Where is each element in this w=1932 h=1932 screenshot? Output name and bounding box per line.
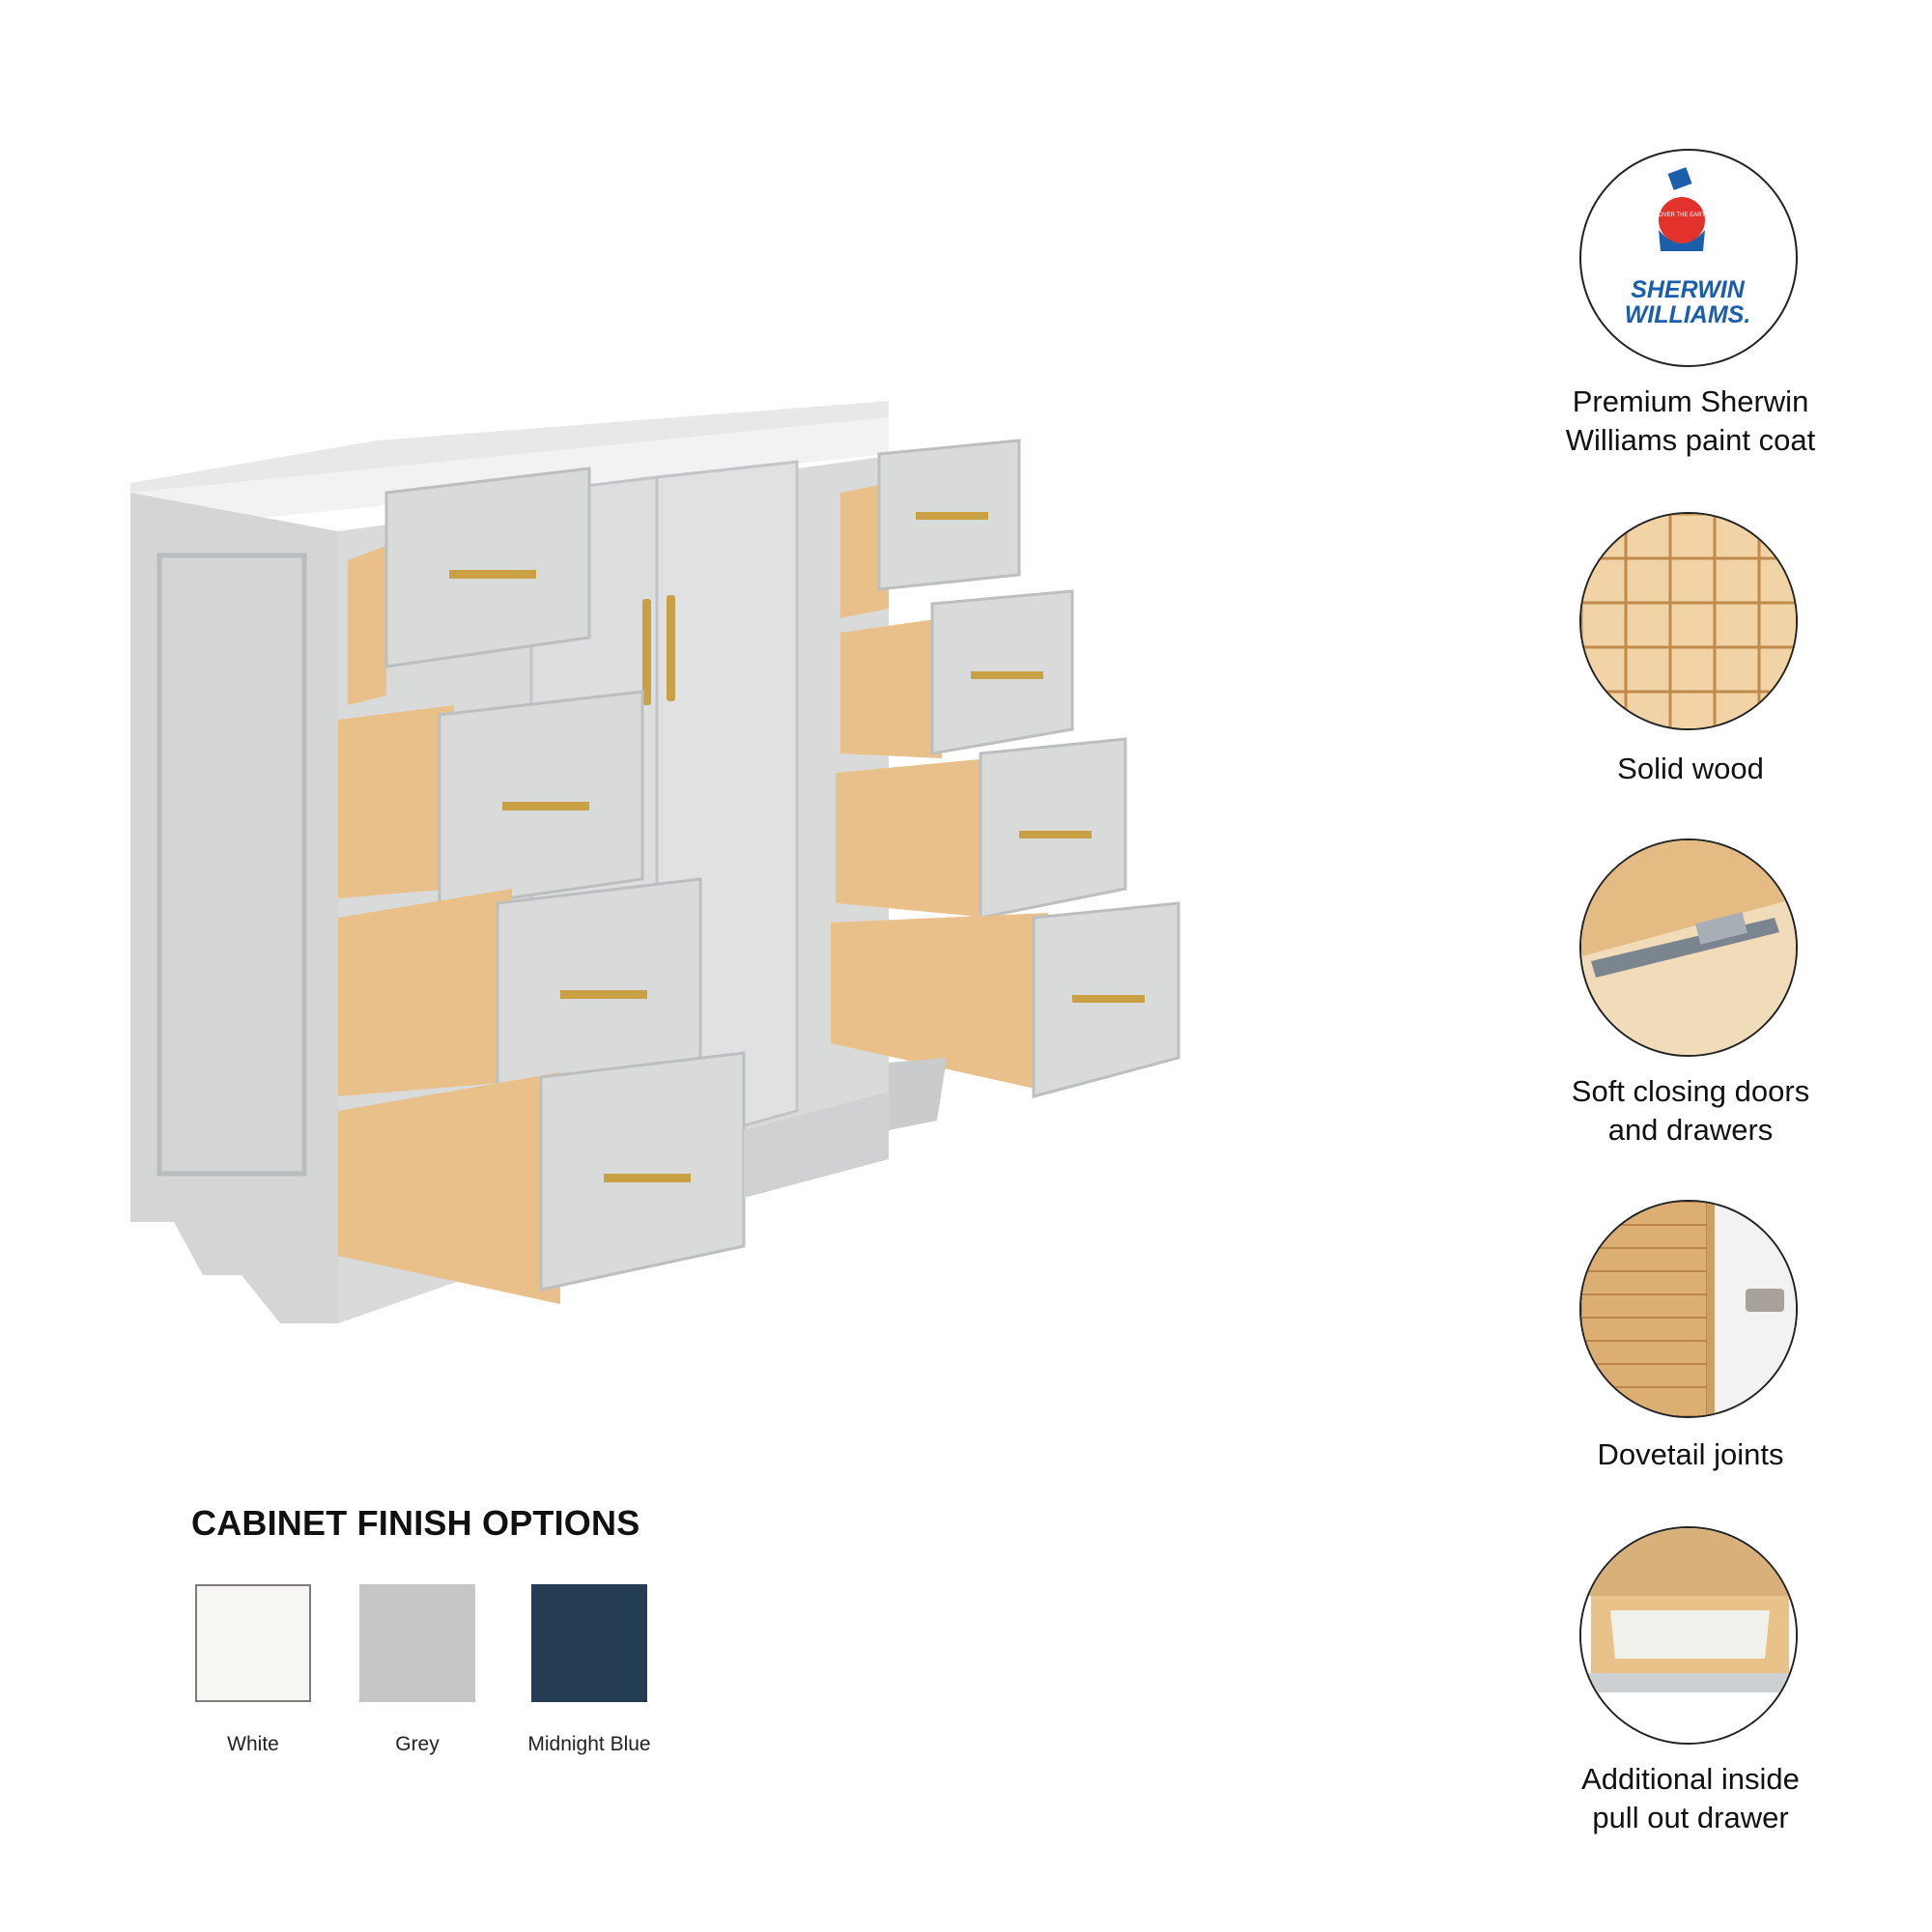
side-panel-inset: [156, 553, 307, 1177]
cabinet-base: [744, 1092, 889, 1198]
feature-label-solid-wood: Solid wood: [1617, 752, 1764, 785]
swatch-label-grey: Grey: [395, 1733, 440, 1755]
drawer-slide-icon: [1581, 840, 1796, 1055]
left-drawer-4: [338, 1051, 746, 1304]
logo-text-sherwin: SHERWIN: [1631, 276, 1746, 303]
feature-label-pullout: Additional inside pull out drawer: [1581, 1762, 1800, 1834]
right-drawer-1: [840, 439, 1021, 618]
right-drawer-4: [831, 901, 1180, 1098]
swatch-label-midnight-blue: Midnight Blue: [527, 1733, 651, 1755]
left-drawer-1: [348, 467, 591, 705]
swatch-label-white: White: [227, 1733, 279, 1755]
feature-label-dovetail: Dovetail joints: [1597, 1437, 1784, 1471]
door-handle-left: [642, 599, 651, 705]
cabinet-inner-back: [130, 417, 889, 531]
swatch-grey[interactable]: [359, 1584, 475, 1702]
sherwin-williams-logo: COVER THE EARTH SHERWIN WILLIAMS.: [1625, 167, 1751, 328]
cabinet-left-side: [130, 493, 338, 1323]
cabinet-right-leg: [889, 1058, 947, 1130]
pullout-drawer-icon: [1581, 1528, 1796, 1743]
right-drawer-3: [836, 737, 1127, 920]
wood-blocks-icon-circle: [1579, 512, 1798, 730]
pullout-drawer-icon-circle: [1579, 1526, 1798, 1745]
drawer-slide-icon-circle: [1579, 838, 1798, 1057]
swatch-midnight-blue[interactable]: [531, 1584, 647, 1702]
svg-text:COVER THE EARTH: COVER THE EARTH: [1655, 213, 1710, 218]
feature-label-soft-closing: Soft closing doors and drawers: [1571, 1074, 1810, 1147]
left-drawer-2: [338, 690, 644, 910]
swatch-white[interactable]: [195, 1584, 311, 1702]
feature-label-paint: Premium Sherwin Williams paint coat: [1565, 384, 1816, 457]
vanity-cabinet-illustration: [130, 401, 1180, 1323]
door-handle-right: [667, 595, 675, 701]
right-drawer-2: [840, 589, 1074, 758]
dovetail-joint-icon-circle: [1579, 1200, 1798, 1418]
left-drawer-3: [338, 877, 702, 1098]
sherwin-williams-logo-circle: COVER THE EARTH SHERWIN WILLIAMS.: [1579, 149, 1798, 367]
logo-text-williams: WILLIAMS.: [1625, 301, 1751, 328]
finish-options-title: CABINET FINISH OPTIONS: [191, 1503, 640, 1543]
wood-blocks-icon: [1581, 514, 1796, 728]
dovetail-joint-icon: [1581, 1202, 1796, 1416]
